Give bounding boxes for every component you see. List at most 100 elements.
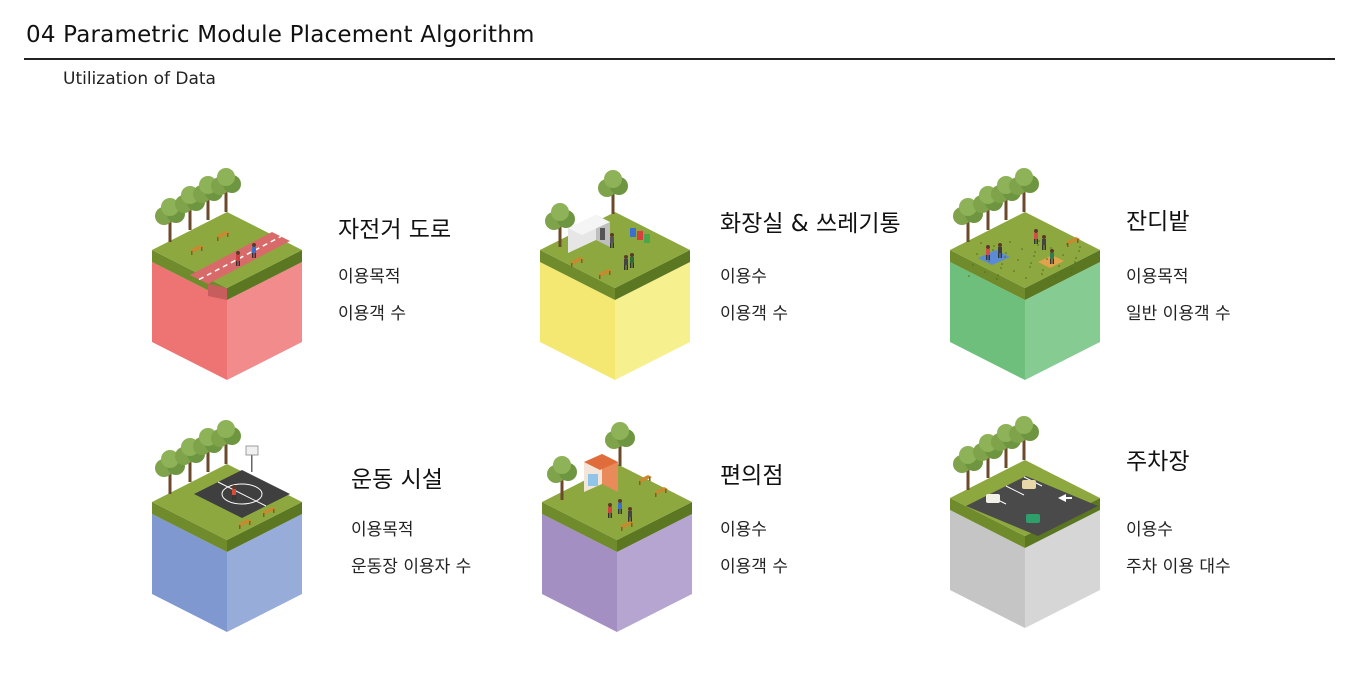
person-leg	[610, 513, 612, 518]
person-head	[1042, 235, 1046, 239]
cube-left-face	[950, 510, 1025, 628]
grass-tuft	[1066, 243, 1068, 245]
grass-rim-left	[950, 250, 1025, 300]
person-leg	[254, 253, 256, 258]
tree-canopy	[959, 446, 977, 464]
tree-trunk	[966, 464, 970, 490]
person-head	[624, 255, 628, 259]
person-leg	[1044, 245, 1046, 250]
grass-tuft	[996, 278, 998, 280]
person-leg	[624, 265, 626, 270]
grass-tuft	[1017, 259, 1019, 261]
module-title: 편의점	[720, 463, 784, 489]
grass-tuft	[992, 249, 994, 251]
tree-canopy	[959, 198, 977, 216]
grass-tuft	[1013, 270, 1015, 272]
person-leg	[620, 509, 622, 514]
cube-right-face	[227, 514, 302, 632]
bench-leg	[239, 525, 241, 529]
grass-rim-left	[542, 502, 617, 552]
grass-tuft	[1071, 268, 1073, 270]
person-body	[608, 507, 612, 513]
grass-rim-left	[152, 502, 227, 552]
person-leg	[232, 495, 234, 500]
sports-cube-illustration	[152, 420, 302, 632]
bench-leg	[201, 247, 203, 251]
bench	[620, 521, 634, 528]
person-body	[1034, 233, 1038, 239]
store-window	[588, 474, 598, 486]
store-cube-illustration	[542, 422, 692, 632]
tree-trunk	[168, 468, 172, 494]
bench-leg	[639, 481, 641, 485]
grass-rim-right	[617, 502, 692, 552]
bench-leg	[1067, 243, 1069, 247]
tree-trunk	[224, 186, 228, 212]
hoop-backboard	[245, 445, 259, 456]
bench-leg	[217, 237, 219, 241]
module-title: 자전거 도로	[338, 217, 452, 243]
grass-tuft	[1074, 261, 1076, 263]
grass-tuft	[1058, 265, 1060, 267]
trash-bin-icon	[637, 231, 643, 240]
tree-trunk	[1004, 194, 1008, 220]
grass-tuft	[1034, 251, 1036, 253]
person-body	[1050, 253, 1054, 259]
tree-trunk	[558, 221, 562, 247]
person-leg	[630, 517, 632, 522]
parking-stripe	[1005, 485, 1025, 496]
person-head	[1050, 249, 1054, 253]
grass-tuft	[1025, 277, 1027, 279]
person-head	[610, 233, 614, 237]
bench	[190, 245, 204, 252]
restroom-door	[600, 228, 605, 240]
restroom-roof	[568, 215, 610, 235]
cube-right-face	[617, 514, 692, 632]
tree-canopy	[1015, 168, 1033, 186]
module-metric-1: 이용목적	[338, 267, 401, 287]
tree-trunk	[188, 204, 192, 230]
person-head	[608, 503, 612, 507]
module-title: 주차장	[1126, 449, 1190, 475]
person-head	[986, 245, 990, 249]
bench	[262, 507, 276, 514]
trash-bin-icon	[630, 228, 636, 237]
module-metric-1: 이용수	[720, 267, 767, 287]
grass-tuft	[1033, 255, 1035, 257]
module-metric-2: 주차 이용 대수	[1126, 557, 1231, 577]
car-icon	[986, 494, 1000, 503]
grass-tuft	[1050, 247, 1052, 249]
person-leg	[1000, 253, 1002, 258]
person-body	[624, 259, 628, 265]
page-subtitle: Utilization of Data	[63, 69, 216, 89]
bike-lane-edge	[208, 284, 227, 300]
tree-canopy	[551, 203, 569, 221]
bench-leg	[599, 275, 601, 279]
grass-tuft	[980, 242, 982, 244]
grass-tuft	[1037, 244, 1039, 246]
grass-tuft	[1009, 241, 1011, 243]
person-leg	[618, 509, 620, 514]
cube-right-face	[615, 262, 690, 380]
cube-left-face	[152, 514, 227, 632]
arrow-icon	[1058, 494, 1072, 502]
bench	[654, 487, 668, 494]
person-body	[252, 247, 256, 253]
person-body	[998, 247, 1002, 253]
cube-left-face	[540, 262, 615, 380]
tree-canopy	[1015, 416, 1033, 434]
module-title: 잔디밭	[1126, 209, 1190, 235]
person-leg	[1034, 239, 1036, 244]
bench-leg	[609, 271, 611, 275]
tree-canopy	[161, 450, 179, 468]
grass-tuft	[976, 253, 978, 255]
grass-top	[152, 212, 302, 288]
module-metric-1: 이용수	[1126, 520, 1173, 540]
tree-canopy	[161, 198, 179, 216]
bench-leg	[621, 527, 623, 531]
grass-tuft	[1041, 273, 1043, 275]
grass-tuft	[967, 239, 969, 241]
tree-trunk	[1022, 434, 1026, 460]
grass-tuft	[968, 275, 970, 277]
cube-right-face	[1025, 510, 1100, 628]
